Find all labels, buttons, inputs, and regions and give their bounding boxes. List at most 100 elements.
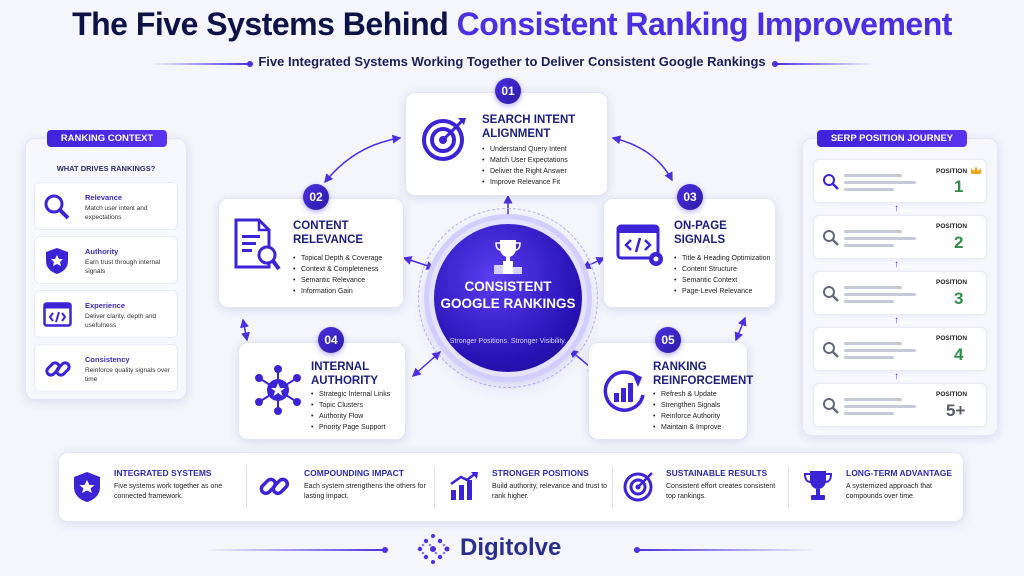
context-item-consistency: Consistency Reinforce quality signals ov… [34,344,178,392]
context-item-desc: Reinforce quality signals over time [85,367,170,383]
context-item-experience: Experience Deliver clarity, depth and us… [34,290,178,338]
arrow-02-01 [324,134,402,184]
result-line [844,286,902,289]
system-number-badge: 03 [677,184,703,210]
code-window-icon [616,224,663,266]
hub-tagline: Stronger Positions. Stronger Visibility. [449,338,567,345]
divider [434,466,435,508]
result-line [844,174,902,177]
benefit-desc: Consistent effort creates consistent top… [666,483,776,500]
benefit-title: INTEGRATED SYSTEMS [114,468,212,478]
magnifier-icon [44,194,70,220]
page-title: The Five Systems Behind Consistent Ranki… [72,6,952,42]
position-label: POSITION [936,391,968,398]
result-line [844,412,894,415]
footer-right-rule [637,549,817,551]
serp-row: POSITION 2 [813,215,987,259]
arrow-01-03 [611,135,673,182]
benefit-desc: Build authority, relevance and trust to … [492,483,608,500]
footer-left-rule [205,549,385,551]
serp-row: POSITION 5+ [813,383,987,427]
dot-network-logo [417,534,450,564]
subtitle-left-dot [247,61,253,67]
system-card-internal-authority: INTERNAL AUTHORITY Strategic Internal Li… [238,342,406,440]
position-number: 1 [954,177,964,196]
serp-row: POSITION 4 [813,327,987,371]
benefit-compounding-impact: COMPOUNDING IMPACT Each system strengthe… [252,462,432,512]
result-line [844,181,916,184]
divider [612,466,613,508]
result-line [844,293,916,296]
benefit-stronger-positions: STRONGER POSITIONS Build authority, rele… [442,462,610,512]
result-line [844,230,902,233]
serp-row: POSITION 1 [813,159,987,203]
crown-icon [971,166,981,174]
hub-title: CONSISTENT GOOGLE RANKINGS [440,279,576,311]
position-label: POSITION [936,168,968,175]
code-window-icon [43,302,72,327]
network-star-icon [255,365,301,415]
system-card-search-intent: SEARCH INTENT ALIGNMENT Understand Query… [405,92,608,196]
benefit-desc: Five systems work together as one connec… [114,483,223,500]
refresh-growth-icon [603,370,645,412]
system-title: CONTENT RELEVANCE [293,220,364,246]
benefit-sustainable-results: SUSTAINABLE RESULTS Consistent effort cr… [618,462,786,512]
position-number: 2 [954,233,964,252]
central-hub: CONSISTENT GOOGLE RANKINGS Stronger Posi… [434,224,582,372]
result-line [844,244,894,247]
bar-growth-icon [450,472,478,500]
context-item-desc: Earn trust through internal signals [85,259,161,275]
system-bullets: Topical Depth & Coverage Context & Compl… [293,253,382,297]
system-card-on-page-signals: ON-PAGE SIGNALS Title & Heading Optimiza… [603,198,776,308]
system-bullets: Understand Query Intent Match User Expec… [482,144,568,188]
result-line [844,188,894,191]
system-number-badge: 05 [655,327,681,353]
system-bullets: Refresh & Update Strengthen Signals Rein… [653,389,721,433]
benefit-long-term-advantage: LONG-TERM ADVANTAGE A systemized approac… [796,462,958,512]
magnifier-icon [823,286,839,302]
system-title: INTERNAL AUTHORITY [311,361,379,387]
system-title: RANKING REINFORCEMENT [653,361,754,387]
result-line [844,398,902,401]
benefit-title: SUSTAINABLE RESULTS [666,468,768,478]
result-line [844,356,894,359]
context-item-name: Authority [85,247,119,256]
shield-star-icon [46,248,68,274]
system-number-badge: 01 [495,78,521,104]
target-icon [422,118,466,161]
trophy-podium-icon [494,240,522,274]
magnifier-icon [823,230,839,246]
position-label: POSITION [936,223,968,230]
position-label: POSITION [936,279,968,286]
up-arrow-icon: ↑ [894,371,899,382]
result-line [844,342,902,345]
system-bullets: Strategic Internal Links Topic Clusters … [311,389,390,433]
ranking-context-subheading: WHAT DRIVES RANKINGS? [56,164,156,173]
hub-orbit-ring [418,208,598,388]
result-line [844,405,916,408]
magnifier-icon [823,174,839,190]
brand-name: Digitolve [460,534,562,561]
footer-left-dot [382,547,388,553]
context-item-desc: Match user intent and expectations [85,205,148,221]
up-arrow-icon: ↑ [894,259,899,270]
subtitle-left-rule [150,63,250,65]
magnifier-icon [823,342,839,358]
system-title: ON-PAGE SIGNALS [674,220,727,246]
system-title: SEARCH INTENT ALIGNMENT [482,114,576,140]
system-bullets: Title & Heading Optimization Content Str… [674,253,770,297]
document-search-icon [234,218,281,271]
benefit-integrated-systems: INTEGRATED SYSTEMS Five systems work tog… [68,462,244,512]
benefit-desc: A systemized approach that compounds ove… [846,483,932,500]
divider [246,466,247,508]
chain-link-icon [45,361,71,377]
result-line [844,300,894,303]
arrow-04-hub [411,351,442,377]
serp-row: POSITION 3 [813,271,987,315]
context-item-desc: Deliver clarity, depth and usefulness [85,313,157,329]
result-line [844,237,916,240]
page-subtitle: Five Integrated Systems Working Together… [258,54,766,69]
subtitle-right-rule [775,63,875,65]
arrow-02-04 [240,318,250,342]
benefit-title: LONG-TERM ADVANTAGE [846,468,953,478]
